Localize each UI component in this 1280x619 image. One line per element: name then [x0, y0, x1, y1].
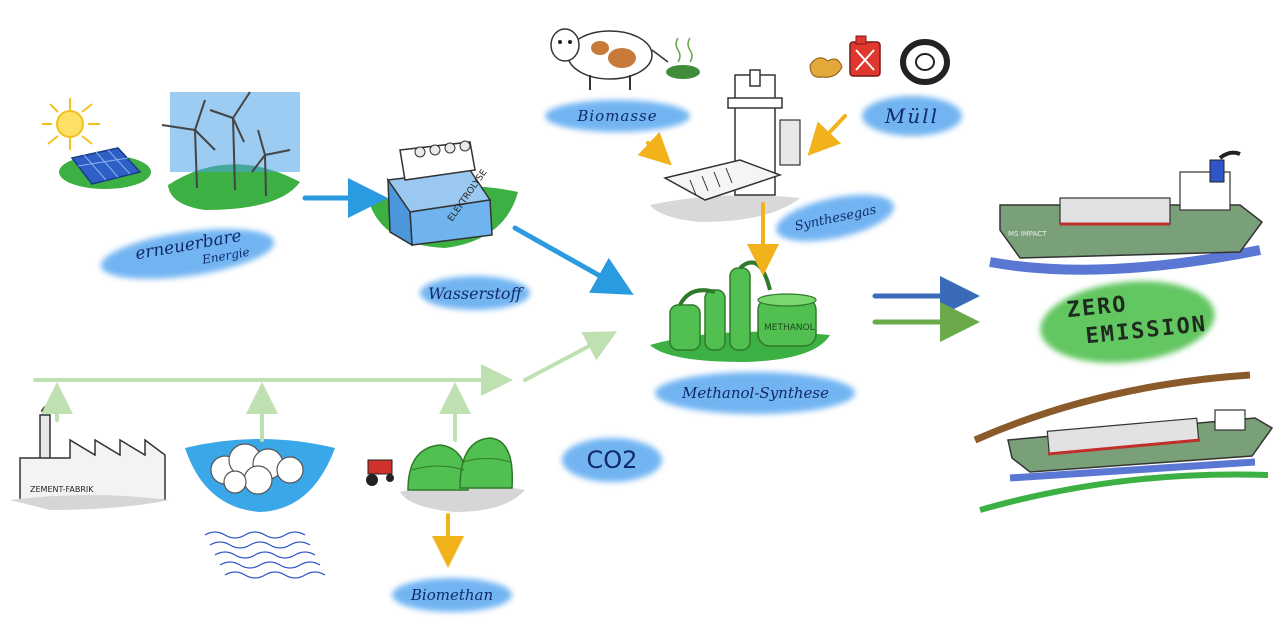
methanol-plant-icon: METHANOL	[650, 260, 830, 362]
label-highlight	[562, 438, 662, 482]
wind-turbine-icon	[161, 91, 300, 210]
ship-icon	[973, 371, 1274, 513]
biomethane-label: Biomethan	[410, 586, 494, 604]
hydrogen-label: Wasserstoff	[428, 283, 522, 303]
cement-factory-icon: ZEMENT-FABRIK	[10, 402, 170, 510]
co2-label: CO2	[586, 446, 638, 474]
methanol-synthesis-label: Methanol-Synthese	[682, 384, 829, 402]
gasification-plant-icon	[650, 69, 801, 222]
label-highlight	[655, 372, 855, 414]
solar-panel-icon	[42, 98, 151, 189]
label-highlight	[862, 96, 962, 136]
cement-factory-sign: ZEMENT-FABRIK	[30, 485, 94, 494]
label-highlight	[545, 100, 690, 132]
cow-icon	[550, 28, 700, 90]
ship-icon: MS IMPACT	[989, 150, 1264, 275]
ship-name: MS IMPACT	[1008, 230, 1047, 238]
waste-icon	[809, 35, 950, 85]
methanol-tank-sign: METHANOL	[764, 323, 815, 333]
air-cloud-icon	[185, 439, 335, 512]
waste-label: Müll	[884, 104, 940, 128]
label-highlight	[420, 276, 530, 310]
biogas-plant-icon	[366, 437, 525, 512]
biomass-label: Biomasse	[577, 107, 658, 125]
label-highlight	[392, 578, 512, 612]
electrolysis-building-icon: ELEKTROLYSE	[370, 140, 518, 248]
water-waves-icon	[204, 531, 326, 579]
flow-arrows	[33, 114, 980, 568]
